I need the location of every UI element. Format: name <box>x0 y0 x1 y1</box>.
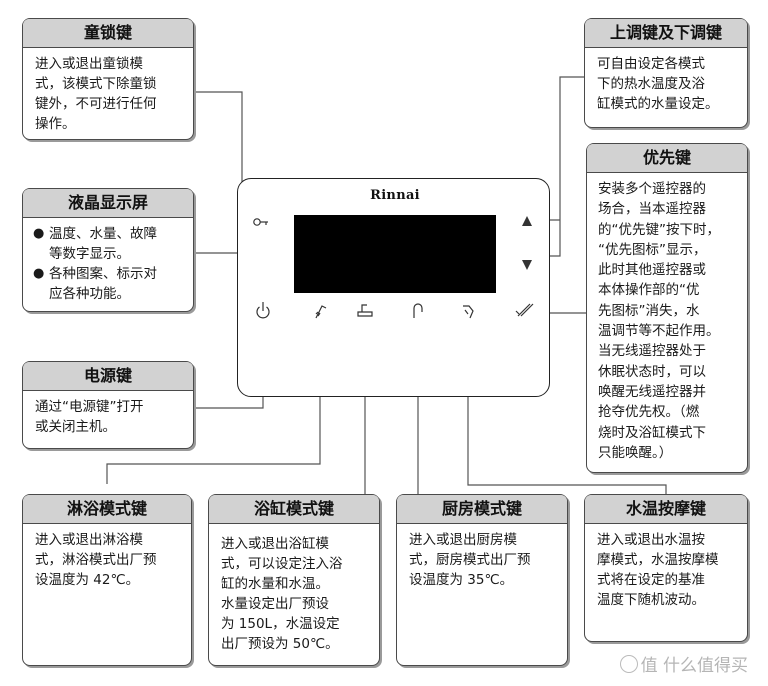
callout-title: 厨房模式键 <box>397 495 567 524</box>
callout-shower: 淋浴模式键 进入或退出淋浴模 式，淋浴模式出厂预 设温度为 42℃。 <box>22 494 192 666</box>
brand-logo: Rinnai <box>370 188 420 203</box>
callout-body: 进入或退出厨房模 式，厨房模式出厂预 设温度为 35℃。 <box>409 532 531 588</box>
callout-child-lock: 童锁键 进入或退出童锁模 式，该模式下除童锁 键外，不可进行任何 操作。 <box>22 18 194 140</box>
callout-title: 液晶显示屏 <box>23 189 193 218</box>
priority-icon <box>515 303 534 317</box>
up-arrow-icon <box>522 216 532 226</box>
callout-title: 水温按摩键 <box>585 495 747 524</box>
callout-body: 进入或退出淋浴模 式，淋浴模式出厂预 设温度为 42℃。 <box>35 532 157 588</box>
callout-bathtub: 浴缸模式键 进入或退出浴缸模 式，可以设定注入浴 缸的水量和水温。 水量设定出厂… <box>208 494 380 666</box>
callout-title: 淋浴模式键 <box>23 495 191 524</box>
watermark: 值 什么值得买 <box>619 651 748 676</box>
lcd-screen <box>294 215 496 293</box>
callout-massage: 水温按摩键 进入或退出水温按 摩模式，水温按摩模 式将在设定的基准 温度下随机波… <box>584 494 748 642</box>
watermark-text: 值 什么值得买 <box>640 656 748 676</box>
list-item: 各种图案、标示对 应各种功能。 <box>33 264 185 304</box>
watermark-logo-icon <box>619 655 638 673</box>
callout-title: 浴缸模式键 <box>209 495 379 524</box>
shower-icon <box>315 305 327 319</box>
massage-connector <box>467 320 667 502</box>
callout-body: 温度、水量、故障 等数字显示。 各种图案、标示对 应各种功能。 <box>23 218 193 311</box>
power-icon <box>256 302 270 319</box>
callout-priority: 优先键 安装多个遥控器的 场合，当本遥控器 的“优先键”按下时， “优先图标”显… <box>586 143 748 473</box>
bathtub-icon <box>357 304 373 317</box>
callout-body: 可自由设定各模式 下的热水温度及浴 缸模式的水量设定。 <box>597 56 719 112</box>
callout-body: 进入或退出水温按 摩模式，水温按摩模 式将在设定的基准 温度下随机波动。 <box>597 532 719 608</box>
callout-body: 进入或退出童锁模 式，该模式下除童锁 键外，不可进行任何 操作。 <box>35 56 157 132</box>
callout-body: 安装多个遥控器的 场合，当本遥控器 的“优先键”按下时， “优先图标”显示， 此… <box>598 181 720 461</box>
down-arrow-icon <box>522 260 532 270</box>
faucet-icon <box>413 303 423 318</box>
callout-power: 电源键 通过“电源键”打开 或关闭主机。 <box>22 361 194 449</box>
massage-icon <box>463 305 474 319</box>
callout-body: 进入或退出浴缸模 式，可以设定注入浴 缸的水量和水温。 水量设定出厂预设 为 1… <box>221 536 343 652</box>
key-icon <box>253 218 268 226</box>
callout-body: 通过“电源键”打开 或关闭主机。 <box>35 399 144 435</box>
callout-title: 童锁键 <box>23 19 193 48</box>
callout-title: 上调键及下调键 <box>585 19 747 48</box>
callout-title: 电源键 <box>23 362 193 391</box>
callout-lcd: 液晶显示屏 温度、水量、故障 等数字显示。 各种图案、标示对 应各种功能。 <box>22 188 194 312</box>
callout-up-down: 上调键及下调键 可自由设定各模式 下的热水温度及浴 缸模式的水量设定。 <box>584 18 748 128</box>
list-item: 温度、水量、故障 等数字显示。 <box>33 224 185 264</box>
callout-title: 优先键 <box>587 144 747 173</box>
callout-kitchen: 厨房模式键 进入或退出厨房模 式，厨房模式出厂预 设温度为 35℃。 <box>396 494 568 666</box>
